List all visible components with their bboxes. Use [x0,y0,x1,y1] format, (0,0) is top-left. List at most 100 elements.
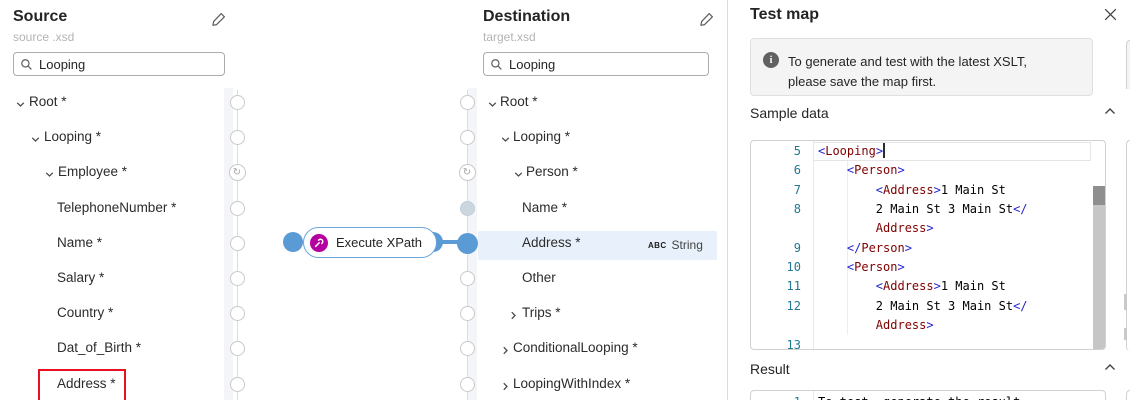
code-line[interactable]: 6 <Person> [751,161,1105,180]
connection-port-salary[interactable] [229,270,245,286]
chevron-down-icon[interactable] [487,97,498,115]
chevron-right-icon[interactable] [500,343,511,361]
tree-node-label: Trips * [522,305,561,320]
collapse-result-button[interactable] [1102,361,1118,377]
destination-node-root[interactable]: Root * [467,89,717,115]
code-line[interactable]: 11 <Address>1 Main St [751,277,1105,296]
chevron-up-icon [1103,107,1117,122]
code-text: <Person> [846,163,905,178]
source-panel-scroll-track[interactable] [224,88,233,400]
clipped-panel-edge [1126,140,1130,351]
source-schema-filename: source .xsd [13,30,75,44]
code-line[interactable]: Address> [751,316,1105,335]
source-search-input[interactable] [39,56,218,72]
source-node-root[interactable]: Root * [0,89,224,115]
connection-port-person[interactable]: ↻ [458,163,476,181]
tree-node-label: TelephoneNumber * [57,200,177,215]
source-node-country[interactable]: Country * [0,300,224,326]
collapse-sample-data-button[interactable] [1102,105,1118,121]
source-node-employee[interactable]: Employee * [0,159,224,185]
chevron-down-icon[interactable] [44,167,55,185]
code-text: <Looping> [818,143,886,158]
connection-port-looping[interactable] [459,129,475,145]
editor-scrollbar-thumb[interactable] [1093,205,1105,349]
connection-port-root[interactable] [229,94,245,110]
sample-data-editor[interactable]: 5 <Looping> 6 <Person>7 <Address>1 Main St… [750,140,1106,350]
source-node-dat-of-birth[interactable]: Dat_of_Birth * [0,335,224,361]
connection-port-loopingwithindex[interactable] [459,376,475,392]
search-icon [20,58,33,71]
result-placeholder-text: To test, generate the result [818,393,1020,400]
destination-search-input[interactable] [509,56,702,72]
chevron-down-icon[interactable] [15,97,26,115]
edge-to-destination-address[interactable] [430,240,470,244]
tree-node-label: Person * [526,164,578,179]
connection-port-other[interactable] [459,270,475,286]
chevron-down-icon[interactable] [30,132,41,150]
destination-schema-filename: target.xsd [483,30,536,44]
connection-port-address[interactable] [456,232,478,254]
code-line[interactable]: 7 <Address>1 Main St [751,181,1105,200]
line-number: 11 [786,279,801,294]
source-node-name[interactable]: Name * [0,230,224,256]
connection-port-name[interactable] [459,200,475,216]
destination-node-looping[interactable]: Looping * [467,124,717,150]
line-number: 7 [793,182,801,197]
connection-port-looping[interactable] [229,129,245,145]
source-node-salary[interactable]: Salary * [0,265,224,291]
xpath-node-input-handle[interactable] [283,232,303,252]
pencil-icon [699,13,715,30]
destination-panel: Destination target.xsd Root *Looping *Pe… [467,0,727,400]
chevron-right-icon[interactable] [508,308,519,326]
code-line[interactable]: Address> [751,219,1105,238]
source-node-telephonenumber[interactable]: TelephoneNumber * [0,195,224,221]
connection-port-telephonenumber[interactable] [229,200,245,216]
editor-scrollbar-thumb-dark[interactable] [1093,186,1105,205]
execute-xpath-node[interactable]: Execute XPath [303,227,437,258]
connection-port-employee[interactable]: ↻ [228,163,246,181]
edit-destination-schema-button[interactable] [698,11,716,29]
code-text: 2 Main St 3 Main St</ [818,202,1028,217]
connection-port-root[interactable] [459,94,475,110]
close-icon [1102,8,1119,26]
destination-node-trips[interactable]: Trips * [467,300,717,326]
tree-node-label: Address * [522,235,581,250]
source-panel: Source source .xsd Root *Looping *Employ… [0,0,237,400]
tree-node-label: Root * [500,94,538,109]
connection-port-trips[interactable] [459,305,475,321]
edit-source-schema-button[interactable] [210,11,228,29]
connection-port-conditionallooping[interactable] [459,340,475,356]
chevron-right-icon[interactable] [500,379,511,397]
source-node-address[interactable]: Address * [0,371,224,397]
destination-node-other[interactable]: Other [467,265,717,291]
connection-port-dat-of-birth[interactable] [229,340,245,356]
code-line[interactable]: 12 2 Main St 3 Main St</ [751,297,1105,316]
code-line[interactable]: 5 <Looping> [751,142,1105,161]
code-line[interactable]: 13 [751,336,1105,350]
chevron-down-icon[interactable] [513,167,524,185]
destination-node-person[interactable]: Person * [467,159,717,185]
code-line[interactable]: 8 2 Main St 3 Main St</ [751,200,1105,219]
tree-node-label: Salary * [57,270,105,285]
source-node-looping[interactable]: Looping * [0,124,224,150]
result-editor[interactable]: 1 To test, generate the result [750,390,1106,400]
test-map-panel: Test map i To generate and test with the… [728,0,1130,400]
destination-node-name[interactable]: Name * [467,195,717,221]
code-line[interactable]: 10 <Person> [751,258,1105,277]
connection-port-country[interactable] [229,305,245,321]
line-number: 10 [786,260,801,275]
connection-port-address[interactable] [229,376,245,392]
code-line[interactable]: 9 </Person> [751,239,1105,258]
current-line-highlight [813,142,1091,162]
code-text: 2 Main St 3 Main St</ [818,298,1028,313]
code-text: Address> [875,318,934,333]
line-number: 5 [793,144,801,158]
scroll-mark [1124,294,1127,310]
chevron-down-icon[interactable] [500,132,511,150]
destination-node-loopingwithindex[interactable]: LoopingWithIndex * [467,371,717,397]
xslt-info-banner: i To generate and test with the latest X… [750,38,1093,96]
connection-port-name[interactable] [229,235,245,251]
close-panel-button[interactable] [1100,6,1120,26]
destination-node-conditionallooping[interactable]: ConditionalLooping * [467,335,717,361]
